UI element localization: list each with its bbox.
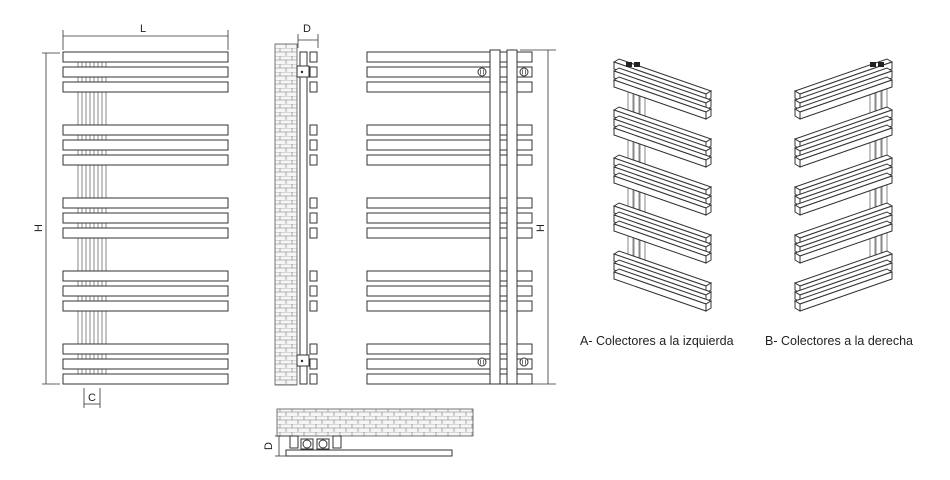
bar-end bbox=[309, 197, 318, 209]
horizontal-bar bbox=[62, 154, 229, 166]
bar-end bbox=[309, 81, 318, 93]
bar-end bbox=[309, 66, 318, 78]
valve-icon bbox=[519, 67, 529, 77]
horizontal-bar bbox=[62, 270, 229, 282]
front-view-collectors bbox=[366, 49, 533, 385]
side-collector bbox=[299, 51, 308, 385]
bar-end bbox=[794, 204, 801, 216]
depth-label: D bbox=[303, 23, 311, 35]
horizontal-bar bbox=[62, 358, 229, 370]
valve-icon bbox=[477, 67, 487, 77]
valve-icon bbox=[477, 357, 487, 367]
collector-right bbox=[506, 49, 518, 385]
horizontal-bar bbox=[62, 66, 229, 78]
collector-spacing-label: C bbox=[88, 392, 96, 404]
bar-end bbox=[309, 51, 318, 63]
bar-end bbox=[309, 358, 318, 370]
horizontal-bar bbox=[62, 212, 229, 224]
horizontal-bar bbox=[366, 227, 533, 239]
bar-end bbox=[309, 212, 318, 224]
bar-end bbox=[705, 108, 712, 120]
bar-end bbox=[794, 108, 801, 120]
side-view: D bbox=[274, 23, 319, 386]
caption-left-collectors: A- Colectores a la izquierda bbox=[580, 334, 734, 348]
top-view: D bbox=[263, 408, 474, 457]
isometric-right-collectors bbox=[793, 58, 894, 312]
valve-icon bbox=[870, 62, 876, 67]
wall-brick-top bbox=[276, 408, 474, 437]
horizontal-bar bbox=[62, 124, 229, 136]
horizontal-bar bbox=[62, 51, 229, 63]
horizontal-bar bbox=[62, 300, 229, 312]
horizontal-bar bbox=[366, 373, 533, 385]
horizontal-bar bbox=[62, 139, 229, 151]
horizontal-bar bbox=[366, 358, 533, 370]
horizontal-bar bbox=[62, 373, 229, 385]
horizontal-bar bbox=[366, 154, 533, 166]
bar-end bbox=[705, 156, 712, 168]
bar-end bbox=[794, 300, 801, 312]
horizontal-bar bbox=[366, 270, 533, 282]
bar-end bbox=[309, 139, 318, 151]
bar-end bbox=[309, 154, 318, 166]
bar-end bbox=[794, 156, 801, 168]
height-label-right: H bbox=[535, 224, 547, 232]
dimension-height-right: H bbox=[520, 49, 556, 385]
horizontal-bar bbox=[366, 139, 533, 151]
wall-brick bbox=[274, 43, 298, 386]
bar-end bbox=[794, 252, 801, 264]
front-view-left bbox=[62, 51, 229, 385]
dimension-height-left: H bbox=[33, 52, 60, 385]
horizontal-bar bbox=[366, 66, 533, 78]
horizontal-bar bbox=[366, 212, 533, 224]
isometric-left-collectors bbox=[612, 58, 713, 312]
horizontal-bar bbox=[366, 197, 533, 209]
valve-icon bbox=[519, 357, 529, 367]
length-label: L bbox=[140, 23, 146, 35]
height-label-left: H bbox=[33, 224, 45, 232]
bar-end bbox=[309, 300, 318, 312]
horizontal-bar bbox=[366, 300, 533, 312]
horizontal-bar bbox=[62, 197, 229, 209]
valve-icon bbox=[626, 62, 632, 67]
horizontal-bar bbox=[62, 81, 229, 93]
horizontal-bar bbox=[366, 81, 533, 93]
valve-icon bbox=[878, 62, 884, 67]
bar-end bbox=[705, 252, 712, 264]
caption-right-collectors: B- Colectores a la derecha bbox=[765, 334, 913, 348]
bar-end bbox=[309, 373, 318, 385]
horizontal-bar bbox=[62, 343, 229, 355]
collector-left bbox=[489, 49, 501, 385]
valve-icon bbox=[634, 62, 640, 67]
bar-end bbox=[309, 343, 318, 355]
bar-end bbox=[309, 270, 318, 282]
bar-end bbox=[309, 227, 318, 239]
bar-end bbox=[309, 124, 318, 136]
dimension-collector-spacing: C bbox=[83, 388, 101, 408]
horizontal-bar bbox=[366, 124, 533, 136]
bar-end bbox=[705, 300, 712, 312]
bar-end bbox=[309, 285, 318, 297]
depth-label-top: D bbox=[263, 442, 275, 450]
bar-end bbox=[705, 204, 712, 216]
dimension-length: L bbox=[62, 23, 229, 50]
horizontal-bar bbox=[366, 343, 533, 355]
horizontal-bar bbox=[62, 285, 229, 297]
horizontal-bar bbox=[366, 51, 533, 63]
horizontal-bar bbox=[366, 285, 533, 297]
horizontal-bar bbox=[62, 227, 229, 239]
